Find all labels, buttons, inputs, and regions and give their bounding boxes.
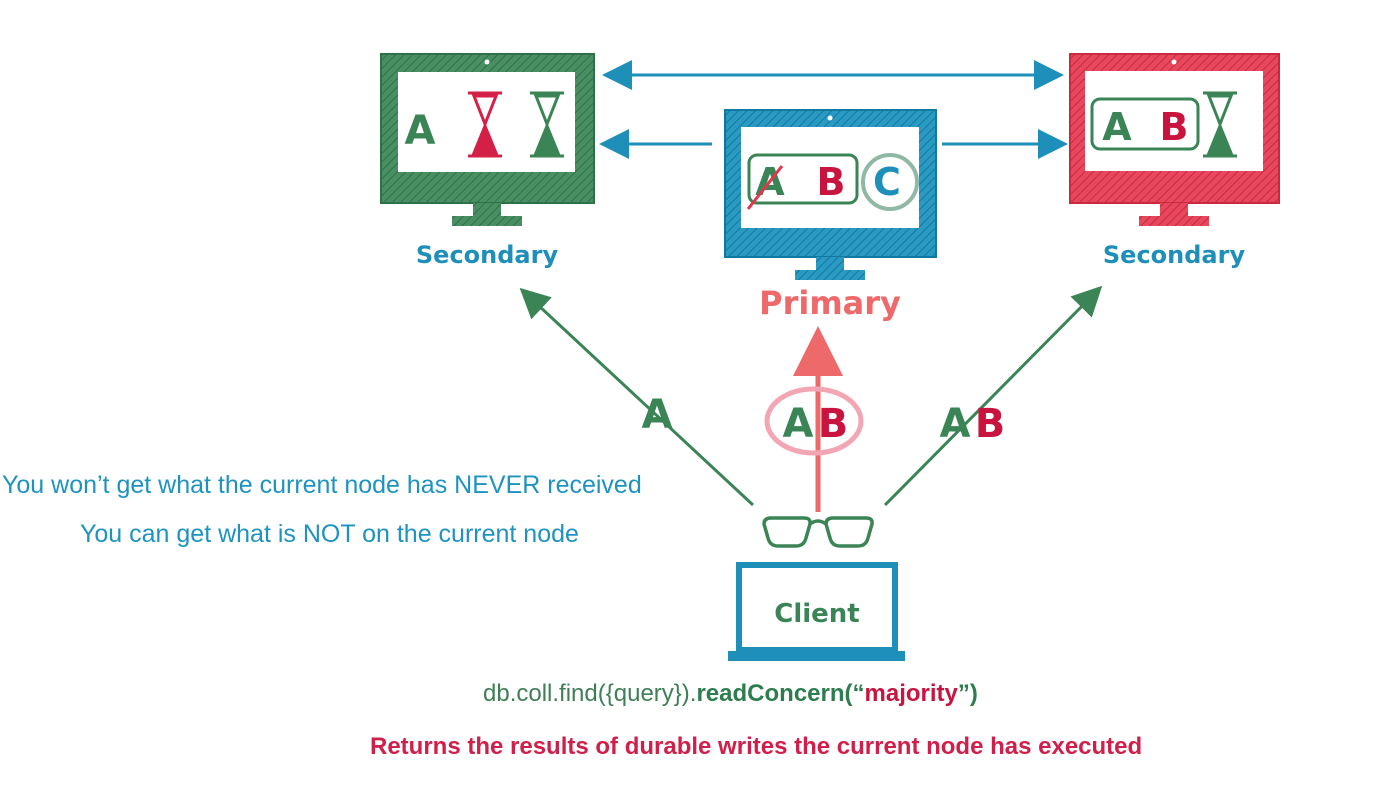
code-arg: majority bbox=[864, 680, 958, 707]
laptop-icon bbox=[728, 562, 905, 661]
read-label-left: A bbox=[642, 392, 673, 438]
client-label: Client bbox=[774, 599, 859, 629]
primary-item-c: C bbox=[873, 160, 901, 204]
read-arrow-left bbox=[519, 287, 755, 507]
primary-monitor: A B C bbox=[724, 109, 937, 280]
hourglass-icon-green bbox=[1203, 91, 1237, 158]
read-label-right-b: B bbox=[975, 401, 1006, 447]
primary-label: Primary bbox=[759, 284, 901, 322]
code-method: readConcern( bbox=[696, 680, 853, 707]
secondary-right-item-a: A bbox=[1102, 105, 1132, 149]
hourglass-icon-green bbox=[530, 91, 564, 158]
secondary-right-label: Secondary bbox=[1103, 241, 1246, 269]
secondary-left-label: Secondary bbox=[416, 241, 559, 269]
code-prefix: db.coll.find({query}). bbox=[483, 680, 697, 707]
read-label-right-a: A bbox=[940, 401, 971, 447]
read-label-primary-b: B bbox=[818, 401, 849, 447]
strike-through-icon bbox=[746, 165, 784, 210]
code-open-quote: “ bbox=[852, 680, 865, 707]
read-label-primary-a: A bbox=[783, 401, 814, 447]
circle-highlight-icon bbox=[861, 153, 919, 211]
read-arrow-right bbox=[883, 285, 1103, 507]
read-highlight-ellipse bbox=[764, 386, 864, 456]
code-close: ”) bbox=[957, 680, 978, 707]
note-not-on-current-node: You can get what is NOT on the current n… bbox=[80, 520, 579, 548]
primary-item-b: B bbox=[817, 160, 846, 204]
secondary-left-monitor: A bbox=[380, 53, 595, 226]
hourglass-icon-red bbox=[468, 91, 502, 158]
glasses-icon bbox=[762, 516, 874, 548]
read-concern-code: db.coll.find({query}).readConcern(“major… bbox=[483, 680, 978, 708]
secondary-right-monitor: A B bbox=[1069, 53, 1280, 226]
note-never-received: You won’t get what the current node has … bbox=[2, 471, 642, 499]
secondary-right-item-b: B bbox=[1160, 105, 1189, 149]
secondary-left-item-a: A bbox=[405, 108, 436, 154]
summary-text: Returns the results of durable writes th… bbox=[370, 733, 1143, 760]
